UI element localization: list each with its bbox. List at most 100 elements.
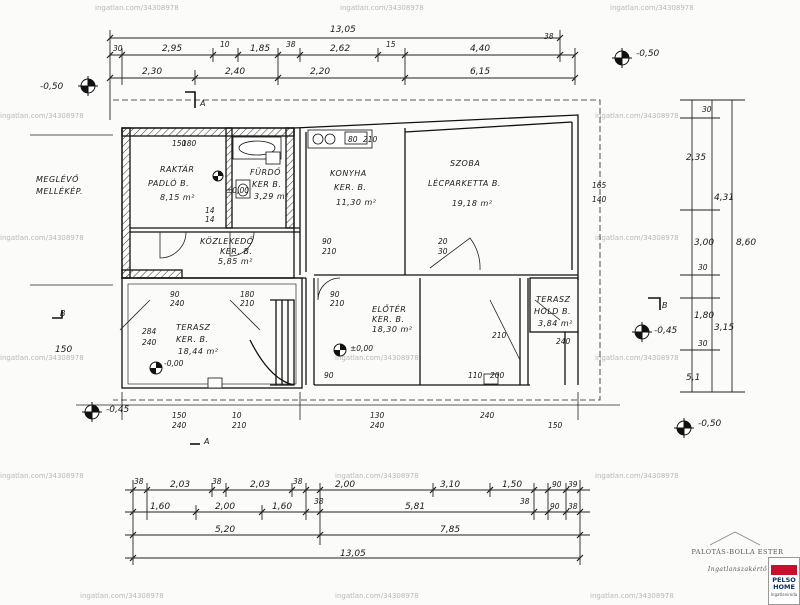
dim-label: 2,00 [215,502,235,512]
room-floor: PADLÓ B. [148,177,189,188]
top-dims-row1: 30 2,95 10 1,85 38 2,62 15 4,40 38 [113,32,554,54]
room-name: FÜRDŐ [250,167,281,177]
agent-name: PALOTÁS-BOLLA ESTER [691,548,784,556]
room-name: RAKTÁR [160,163,194,174]
dim-label: 30 [698,263,708,272]
room-area: 3,29 m² [254,192,289,201]
dim-label: 10 [220,40,230,49]
dim-label: 38 [293,477,303,486]
opening-label: 210 [322,247,337,256]
bottom-dims-row1: 38 2,03 38 2,03 38 2,00 3,10 1,50 90 39 [134,477,578,490]
room-area: 19,18 m² [452,199,493,208]
logo-top-text: PELSO [772,575,796,584]
room-terasz-2: TERASZ HOLD B. 3,84 m² [534,295,573,328]
level-label: -0,45 [654,326,678,336]
opening-label: 10 [232,411,242,420]
opening-label: 240 [172,421,187,430]
dim-label: 6,15 [470,67,490,77]
level-label: -0,50 [40,82,64,92]
dim-label: 2,20 [310,67,330,77]
section-b-label: B [662,301,668,310]
top-dimensions [106,30,579,120]
opening-label: 90 [322,237,332,246]
level-label: ±0,00 [226,186,249,195]
opening-label: 180 [182,139,197,148]
watermark: ingatlan.com/34308978 [340,4,424,12]
room-raktar: RAKTÁR PADLÓ B. 8,15 m² [148,163,195,202]
right-dimensions [680,99,745,393]
dim-label: 5,81 [405,502,425,512]
dim-label: 15 [386,40,396,49]
dim-label: 38 [544,32,554,41]
level-marker [149,361,163,375]
opening-label: 210 [240,299,255,308]
room-floor: KER. B. [334,183,366,192]
section-b-label: B [60,309,66,318]
agency-logo: PELSO HOME Ingatlaniroda [768,557,800,605]
opening-label: 150 [172,139,187,148]
room-area: 18,44 m² [178,347,219,356]
dim-label: 39 [568,480,578,489]
room-area: 8,15 m² [160,193,195,202]
top-dims-row2: 2,30 2,40 2,20 6,15 [142,67,490,77]
opening-label: 150 [172,411,187,420]
opening-label: 140 [592,195,607,204]
level-marker [632,322,652,342]
opening-label: 240 [556,337,571,346]
opening-label: 240 [480,411,495,420]
opening-label: 240 [142,338,157,347]
opening-label: 90 [170,290,180,299]
opening-label: 284 [142,327,157,336]
room-name: KÖZLEKEDŐ [200,236,254,246]
room-area: 18,30 m² [372,325,413,334]
opening-label: 80 [348,135,358,144]
watermark: ingatlan.com/34308978 [610,4,694,12]
dim-label: 2,95 [162,44,182,54]
dim-label: 1,60 [272,502,292,512]
dim-label: 5,20 [215,525,235,535]
dim-label: 1,50 [502,480,522,490]
room-name: TERASZ [536,295,571,304]
watermark: ingatlan.com/34308978 [335,472,419,480]
dim-label: 3,00 [694,238,714,248]
walls [121,114,579,389]
bottom-dims-row2: 1,60 2,00 1,60 38 5,81 38 90 38 [150,497,578,512]
dim-label: 38 [212,477,222,486]
dim-label: 4,40 [470,44,490,54]
agent-brand: PALOTÁS-BOLLA ESTER Ingatlanszakértő [690,548,785,573]
watermark: ingatlan.com/34308978 [80,592,164,600]
watermark: ingatlan.com/34308978 [335,354,419,362]
level-marker [78,76,98,96]
neighbor-label-line: MEGLÉVŐ [36,173,79,184]
level-label: -0,50 [636,49,660,59]
watermark: ingatlan.com/34308978 [595,234,679,242]
neighbor-label: MEGLÉVŐ MELLÉKÉP. [36,173,83,196]
dim-label: 8,60 [736,238,756,248]
brand-roof-icon [709,531,761,546]
room-floor: KER B. [252,180,281,189]
agent-tagline: Ingatlanszakértő [707,566,768,573]
dim-label: 7,85 [440,525,460,535]
neighbor-boundary [30,134,113,286]
section-markers [52,91,661,445]
room-area: 11,30 m² [336,198,377,207]
room-szoba: SZOBA LÉCPARKETTA B. 19,18 m² [428,159,500,208]
watermarks: ingatlan.com/34308978 ingatlan.com/34308… [0,4,694,600]
dim-label: 90 [552,480,562,489]
room-name: ELŐTÉR [372,303,406,314]
opening-label: 20 [438,237,448,246]
dim-label: 5,1 [686,373,700,383]
watermark: ingatlan.com/34308978 [595,112,679,120]
room-floor: HOLD B. [534,307,571,316]
dim-total-bottom: 13,05 [340,549,366,559]
opening-label: 150 [548,421,563,430]
section-a-label: A [199,99,206,108]
opening-label: 130 [370,411,385,420]
level-label: ±0,00 [350,344,373,353]
logo-sub-text: Ingatlaniroda [770,591,798,597]
room-eloter: ELŐTÉR KER. B. 18,30 m² [372,303,413,334]
dim-label: 2,35 [686,153,706,163]
opening-label: 240 [170,299,185,308]
bottom-dims-row3: 5,20 7,85 [215,525,460,535]
watermark: ingatlan.com/34308978 [595,354,679,362]
